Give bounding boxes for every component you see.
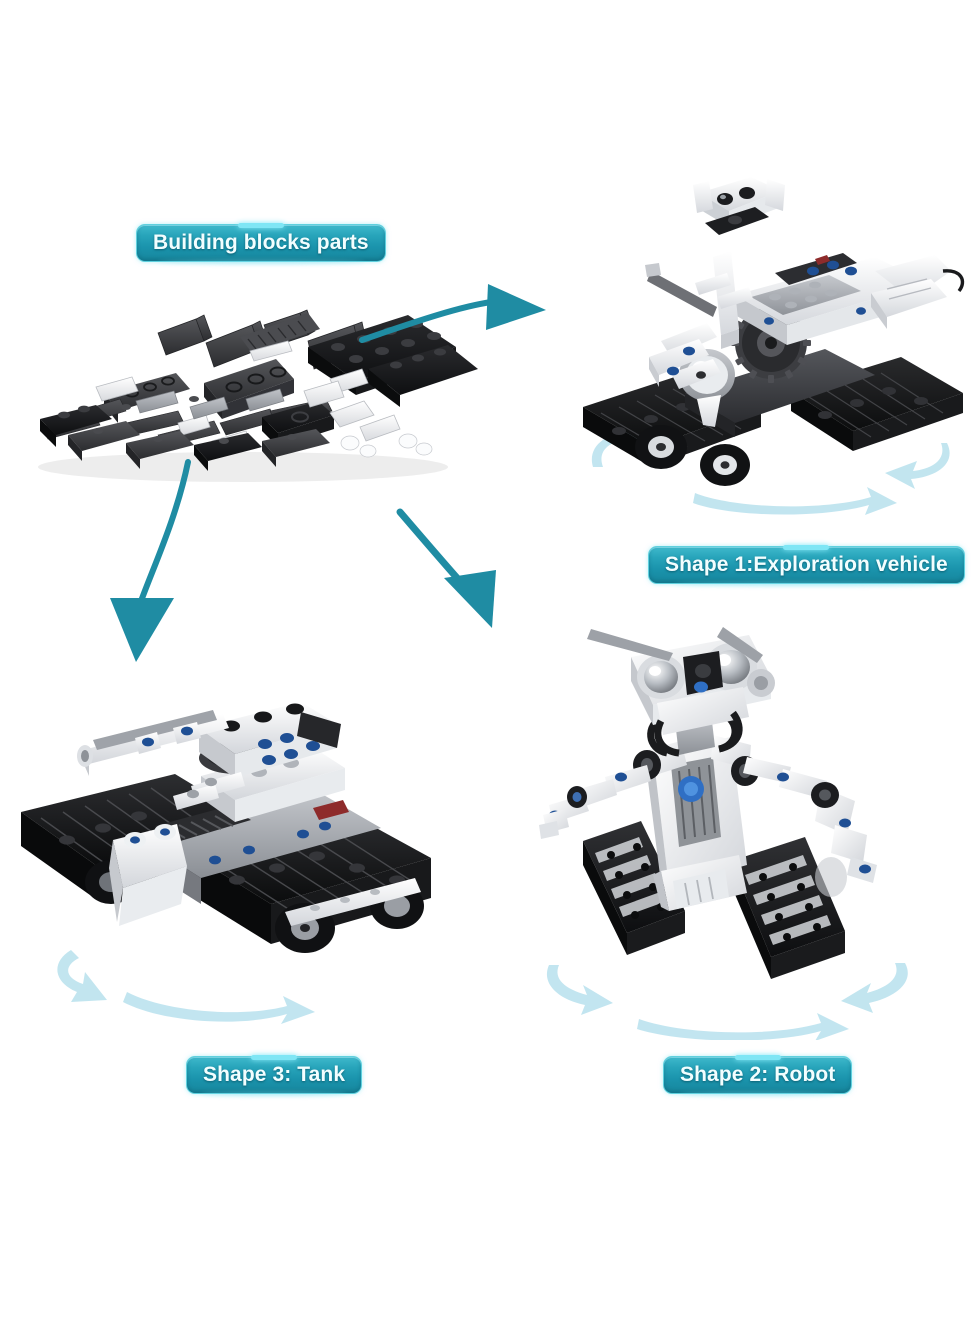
label-shape-3-tank: Shape 3: Tank	[186, 1056, 363, 1094]
motion-arc	[546, 963, 908, 1040]
label-shape-2-robot: Shape 2: Robot	[663, 1056, 853, 1094]
label-shape-3-text: Shape 3: Tank	[203, 1063, 346, 1086]
label-shape-1-text: Shape 1:Exploration vehicle	[665, 553, 948, 576]
product-image-building-blocks-parts	[8, 295, 478, 485]
label-shape-1-exploration-vehicle: Shape 1:Exploration vehicle	[648, 546, 965, 584]
product-image-tank	[15, 700, 465, 1035]
label-building-blocks-parts-text: Building blocks parts	[153, 231, 369, 254]
label-shape-2-text: Shape 2: Robot	[680, 1063, 836, 1086]
product-image-exploration-vehicle	[575, 175, 970, 515]
motion-arc	[57, 950, 315, 1024]
product-image-robot	[535, 625, 930, 1040]
label-building-blocks-parts: Building blocks parts	[136, 224, 386, 262]
arrow-to-shape3	[110, 459, 191, 662]
arrow-to-shape2	[396, 508, 496, 628]
